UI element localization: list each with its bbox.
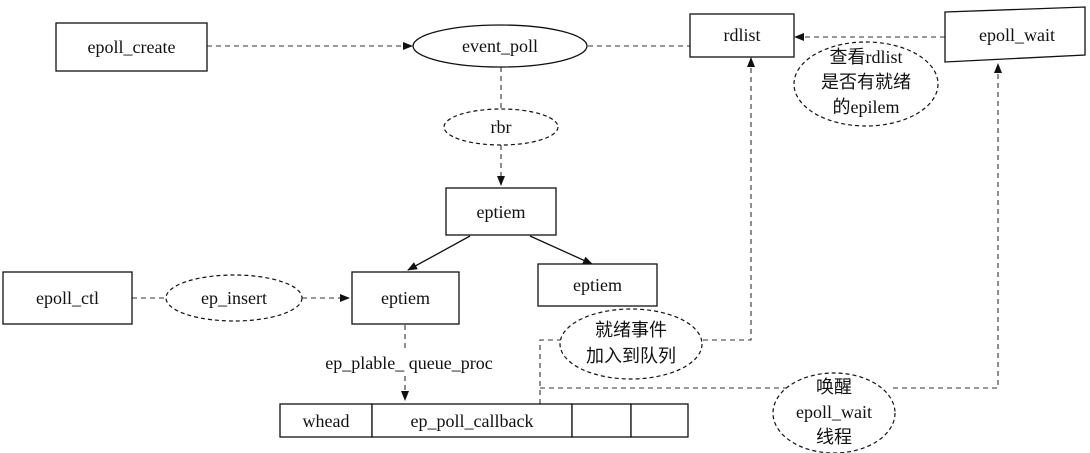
event-poll-label: event_poll [462,36,538,56]
rdlist-box: rdlist [689,13,795,58]
event-poll-oval: event_poll [412,24,588,68]
check-rdlist-line-1: 查看rdlist [829,47,902,67]
eptiem-right-box: eptiem [537,263,658,307]
wake-up-line-2: epoll_wait [796,402,872,422]
check-rdlist-line-3: 的epilem [833,97,900,117]
eptiem-root-box: eptiem [445,187,557,236]
rdlist-label: rdlist [723,25,760,45]
edge-tree-right [529,235,593,265]
epoll-create-box: epoll_create [55,22,208,72]
check-rdlist-line-2: 是否有就绪 [821,72,911,92]
epoll-wait-box: epoll_wait [944,6,1086,63]
queue-proc-label: ep_plable_ queue_proc [325,353,492,373]
whead-label: whead [303,411,350,431]
wait-queue-row: whead ep_poll_callback [279,403,689,438]
rbr-label: rbr [491,117,512,137]
epoll-ctl-label: epoll_ctl [36,288,99,308]
ep-poll-callback-label: ep_poll_callback [411,411,534,431]
eptiem-root-label: eptiem [477,202,526,222]
rbr-oval: rbr [443,108,559,146]
eptiem-left-box: eptiem [351,271,460,325]
wake-up-line-1: 唤醒 [816,377,852,397]
edge-callback-to-rdlist [539,58,751,404]
wake-up-line-3: 线程 [816,427,852,447]
epoll-create-label: epoll_create [88,37,176,57]
ready-event-line-1: 就绪事件 [595,320,667,340]
eptiem-left-label: eptiem [381,288,430,308]
edge-tree-left [407,235,471,271]
ready-event-line-2: 加入到队列 [586,346,676,366]
epoll-wait-label: epoll_wait [979,25,1055,45]
wake-up-note: 唤醒 epoll_wait 线程 [772,372,896,453]
ep-insert-oval: ep_insert [165,274,303,322]
eptiem-right-label: eptiem [573,275,622,295]
check-rdlist-note: 查看rdlist 是否有就绪 的epilem [793,41,939,127]
ep-insert-label: ep_insert [201,288,267,308]
ready-event-note: 就绪事件 加入到队列 [559,308,703,380]
epoll-ctl-box: epoll_ctl [2,271,133,325]
